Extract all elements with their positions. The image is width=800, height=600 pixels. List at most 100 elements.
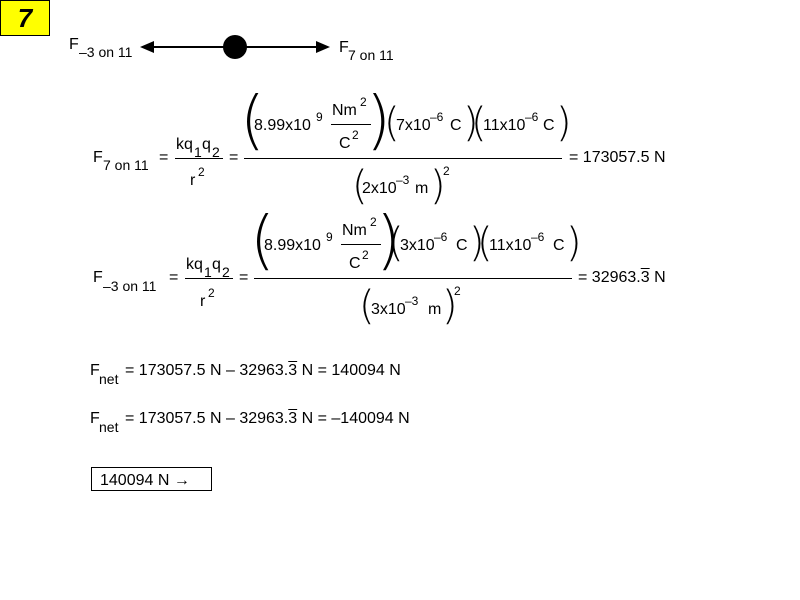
- eq2-result: = 32963.3 N: [578, 270, 666, 286]
- eq2-unit-den-sup: 2: [362, 248, 369, 262]
- arrowhead-right-icon: [316, 41, 330, 53]
- net2-expr-post: N = –140094 N: [297, 410, 410, 427]
- eq1-unit-den-sup: 2: [352, 128, 359, 142]
- right-force-label-sub: 7 on 11: [348, 47, 394, 63]
- answer-box: 140094 N →: [91, 467, 212, 491]
- eq2-k-exp: 9: [326, 230, 333, 244]
- eq1-unit-den: C: [339, 135, 351, 152]
- left-force-label: F: [69, 36, 79, 53]
- net1-expr-post: N = 140094 N: [297, 362, 401, 379]
- eq2-k-value: 8.99x10: [264, 237, 321, 254]
- eq1-unit-num: Nm: [332, 102, 357, 119]
- eq1-q1-exp: –6: [430, 110, 444, 124]
- eq1-lhs-sub: 7 on 11: [103, 157, 149, 173]
- eq1-paren-close-3: ): [556, 100, 572, 146]
- eq1-paren-open-2: (: [384, 100, 400, 146]
- eq2-kq-q: q: [212, 256, 221, 273]
- net2-sub: net: [99, 419, 119, 435]
- eq1-fraction-bar-small: [175, 158, 223, 159]
- eq2-result-repeating: 3: [640, 269, 650, 286]
- eq2-d-sq: 2: [454, 284, 461, 298]
- eq1-kq-q: q: [202, 136, 211, 153]
- eq1-fraction-bar-main: [244, 158, 562, 159]
- eq1-q2-exp: –6: [525, 110, 539, 124]
- charge-dot: [223, 35, 247, 59]
- eq2-fraction-bar-small: [185, 278, 233, 279]
- net2-expr-pre: = 173057.5 N – 32963.: [125, 410, 289, 427]
- problem-number-badge: 7: [0, 0, 50, 36]
- eq1-k-value: 8.99x10: [254, 117, 311, 134]
- right-force-label: F: [339, 39, 349, 56]
- eq1-paren-close-4: ): [430, 163, 446, 209]
- eq2-paren-open-1: (: [250, 204, 275, 278]
- net2-f: F: [90, 410, 100, 427]
- eq2-q2-base: 11x10: [489, 237, 532, 254]
- eq2-d-unit: m: [428, 301, 442, 318]
- left-force-label-sub: –3 on 11: [79, 44, 133, 60]
- eq1-result: = 173057.5 N: [569, 149, 666, 166]
- eq2-kq-sub1: 1: [204, 264, 212, 280]
- net1-sub: net: [99, 371, 119, 387]
- eq2-q1-exp: –6: [434, 230, 448, 244]
- eq2-unit-den: C: [349, 255, 361, 272]
- eq2-r: r: [200, 293, 206, 310]
- eq1-paren-open-3: (: [471, 100, 487, 146]
- eq2-kq: kq: [186, 256, 203, 273]
- eq1-eq-sign-2: =: [229, 149, 239, 166]
- eq2-unit-num: Nm: [342, 222, 367, 239]
- eq1-r: r: [190, 172, 196, 189]
- eq2-q2-unit: C: [553, 237, 565, 254]
- net2-expr: = 173057.5 N – 32963.3 N = –140094 N: [125, 411, 410, 427]
- eq2-paren-open-4: (: [359, 283, 375, 329]
- eq1-r-sup: 2: [198, 165, 205, 179]
- net1-expr-repeating: 3: [288, 362, 298, 379]
- net1-f: F: [90, 362, 100, 379]
- eq1-k-exp: 9: [316, 110, 323, 124]
- eq2-r-sup: 2: [208, 286, 215, 300]
- net1-expr-pre: = 173057.5 N – 32963.: [125, 362, 289, 379]
- eq2-q1-base: 3x10: [400, 237, 435, 254]
- eq2-paren-open-3: (: [477, 220, 493, 266]
- eq2-paren-close-4: ): [442, 283, 458, 329]
- force-arrows: [140, 35, 330, 59]
- eq1-paren-open-4: (: [352, 163, 368, 209]
- eq1-q2-base: 11x10: [483, 117, 526, 134]
- eq2-q1-unit: C: [456, 237, 468, 254]
- eq1-kq: kq: [176, 136, 193, 153]
- eq1-paren-close-1: ): [366, 84, 391, 158]
- answer-text: 140094 N →: [100, 472, 190, 489]
- eq2-lhs-sub: –3 on 11: [103, 278, 157, 294]
- eq2-unit-bar: [341, 244, 381, 245]
- eq2-paren-open-2: (: [388, 220, 404, 266]
- eq2-result-post: N: [649, 269, 666, 286]
- eq2-unit-num-sup: 2: [370, 215, 377, 229]
- eq1-d-base: 2x10: [362, 180, 397, 197]
- eq2-eq-sign: =: [169, 269, 179, 286]
- eq1-lhs: F: [93, 149, 103, 166]
- eq2-d-exp: –3: [405, 294, 419, 308]
- eq2-paren-close-2: ): [469, 220, 485, 266]
- eq1-unit-bar: [331, 124, 371, 125]
- net1-expr: = 173057.5 N – 32963.3 N = 140094 N: [125, 363, 401, 379]
- net2-expr-repeating: 3: [288, 410, 298, 427]
- problem-number: 7: [17, 2, 33, 33]
- eq2-eq-sign-2: =: [239, 269, 249, 286]
- eq1-unit-num-sup: 2: [360, 95, 367, 109]
- eq1-paren-open-1: (: [240, 84, 265, 158]
- eq2-paren-close-3: ): [566, 220, 582, 266]
- eq2-result-pre: = 32963.: [578, 269, 641, 286]
- eq1-kq-sub1: 1: [194, 144, 202, 160]
- eq1-q1-base: 7x10: [396, 117, 431, 134]
- eq2-paren-close-1: ): [376, 204, 401, 278]
- eq1-q1-unit: C: [450, 117, 462, 134]
- eq1-d-exp: –3: [396, 173, 410, 187]
- eq1-kq-sub2: 2: [212, 144, 220, 160]
- eq1-paren-close-2: ): [463, 100, 479, 146]
- eq1-eq-sign: =: [159, 149, 169, 166]
- eq2-fraction-bar-main: [254, 278, 572, 279]
- eq2-d-base: 3x10: [371, 301, 406, 318]
- arrowhead-left-icon: [140, 41, 154, 53]
- eq2-kq-sub2: 2: [222, 264, 230, 280]
- eq1-q2-unit: C: [543, 117, 555, 134]
- eq1-d-sq: 2: [443, 164, 450, 178]
